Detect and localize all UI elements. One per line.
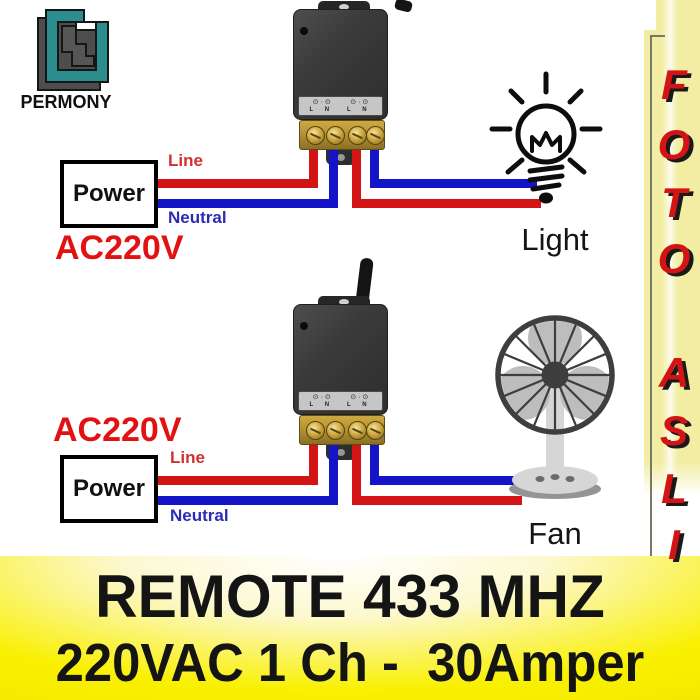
wire-line-relay1-in-vertical — [309, 136, 318, 188]
wire-line-relay2-in-vertical — [309, 431, 318, 485]
side-letter: O — [657, 235, 691, 282]
photo-frame-corner — [650, 35, 665, 37]
brand-name: PERMONY — [20, 92, 112, 112]
terminal-group: ⊙ · ⊙ L N — [341, 98, 379, 114]
screw-terminal — [348, 421, 367, 440]
bracket-hole — [339, 299, 349, 305]
neutral-label-1: Neutral — [168, 208, 227, 227]
relay-antenna-icon — [393, 0, 414, 13]
screw-terminal — [326, 421, 345, 440]
terminal-symbols: ⊙ · ⊙ — [312, 393, 331, 401]
relay-terminal-block — [299, 120, 385, 150]
relay-terminal-label: ⊙ · ⊙ L N ⊙ · ⊙ L N — [298, 96, 383, 116]
wire-line-power1-horizontal — [155, 179, 313, 188]
terminal-group: ⊙ · ⊙ L N — [303, 393, 341, 409]
fan-icon — [495, 315, 615, 499]
terminal-symbols: ⊙ · ⊙ — [312, 98, 331, 106]
banner-line-2: 220VAC 1 Ch - 30Amper — [55, 633, 645, 693]
side-letter: I — [668, 521, 680, 568]
terminal-letters: L N — [346, 106, 372, 113]
power-label: Power — [72, 180, 146, 207]
wire-line-relay2-out-vertical — [352, 431, 361, 505]
side-letter: S — [659, 407, 688, 454]
wire-line-fan-horizontal — [355, 496, 522, 505]
load-label-fan: Fan — [528, 516, 582, 551]
line-label-1: Line — [168, 151, 203, 170]
terminal-letters: L N — [309, 401, 335, 408]
relay-led-indicator — [300, 322, 308, 330]
voltage-label-2: AC220V — [53, 411, 182, 449]
relay-module-2: ⊙ · ⊙ L N ⊙ · ⊙ L N — [288, 257, 418, 465]
wire-neutral-light-horizontal — [373, 179, 537, 188]
side-letter: F — [661, 61, 687, 108]
permony-logo-icon — [37, 9, 109, 91]
wire-neutral-relay2-out-vertical — [370, 431, 379, 485]
side-banner — [644, 0, 700, 563]
tab-hole — [337, 449, 345, 456]
side-letter: A — [658, 349, 690, 396]
relay-led-indicator — [300, 27, 308, 35]
screw-terminal — [326, 126, 345, 145]
screw-terminal — [306, 421, 325, 440]
terminal-symbols: ⊙ · ⊙ — [350, 98, 369, 106]
wire-line-relay1-out-vertical — [352, 136, 361, 208]
screw-terminal — [366, 126, 385, 145]
neutral-label-2: Neutral — [170, 506, 229, 525]
side-banner-notch — [644, 0, 656, 30]
light-bulb-icon — [489, 71, 603, 204]
relay-terminal-block — [299, 415, 385, 445]
terminal-group: ⊙ · ⊙ L N — [341, 393, 379, 409]
bottom-banner: REMOTE 433 MHZ 220VAC 1 Ch - 30Amper — [0, 556, 700, 700]
relay-terminal-label: ⊙ · ⊙ L N ⊙ · ⊙ L N — [298, 391, 383, 411]
wire-neutral-relay2-in-vertical — [329, 431, 338, 505]
tab-hole — [337, 154, 345, 161]
screw-terminal — [366, 421, 385, 440]
wire-neutral-fan-horizontal — [373, 476, 517, 485]
side-banner-highlight — [662, 0, 678, 480]
wire-neutral-power1-horizontal — [155, 199, 333, 208]
power-box-2: Power — [60, 455, 158, 523]
banner-line-1: REMOTE 433 MHZ — [95, 563, 605, 630]
terminal-symbols: ⊙ · ⊙ — [350, 393, 369, 401]
wire-line-light-horizontal — [355, 199, 541, 208]
wire-neutral-relay1-out-vertical — [370, 136, 379, 188]
voltage-label-1: AC220V — [55, 229, 184, 267]
screw-terminal — [306, 126, 325, 145]
wire-neutral-relay1-in-vertical — [329, 136, 338, 208]
wire-neutral-power2-horizontal — [155, 496, 333, 505]
screw-terminal — [348, 126, 367, 145]
side-letter: L — [661, 465, 687, 512]
power-label: Power — [72, 475, 146, 502]
terminal-letters: L N — [346, 401, 372, 408]
terminal-group: ⊙ · ⊙ L N — [303, 98, 341, 114]
side-letter: T — [661, 179, 687, 226]
load-label-light: Light — [521, 222, 589, 257]
wire-line-power2-horizontal — [155, 476, 313, 485]
side-letter: O — [657, 121, 691, 168]
terminal-letters: L N — [309, 106, 335, 113]
line-label-2: Line — [170, 448, 205, 467]
relay-module-1: ⊙ · ⊙ L N ⊙ · ⊙ L N — [288, 0, 418, 170]
bracket-hole — [339, 4, 349, 10]
power-box-1: Power — [60, 160, 158, 228]
photo-frame-line — [650, 35, 652, 563]
